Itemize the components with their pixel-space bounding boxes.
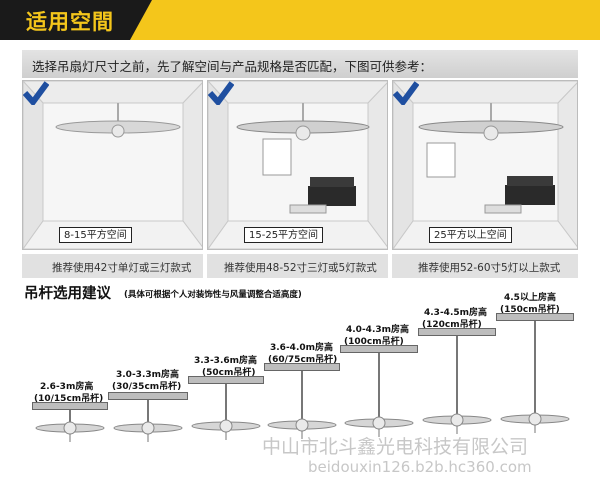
area-label: 15-25平方空间 bbox=[244, 227, 324, 243]
recommend-bar bbox=[392, 254, 578, 278]
company-watermark: 中山市北斗鑫光电科技有限公司 bbox=[262, 436, 529, 458]
step-rod-label: (100cm吊杆) bbox=[344, 337, 404, 347]
step-rod-label: (50cm吊杆) bbox=[202, 368, 256, 378]
ceiling-fan-icon bbox=[35, 410, 105, 442]
recommend-bar bbox=[22, 254, 203, 278]
intro-banner bbox=[22, 50, 578, 78]
rod-section-title: 吊杆选用建议 bbox=[24, 286, 111, 302]
ceiling-fan-icon bbox=[500, 321, 570, 433]
header-accent-stripe bbox=[130, 0, 600, 40]
ceiling-fan-icon bbox=[344, 353, 414, 437]
step-height-label: 3.3-3.6m房高 bbox=[194, 356, 258, 366]
recommend-bar bbox=[207, 254, 388, 278]
step-rod-label: (120cm吊杆) bbox=[422, 320, 482, 330]
step-bar bbox=[418, 328, 496, 336]
step-height-label: 4.3-4.5m房高 bbox=[424, 308, 488, 318]
ceiling-fan-icon bbox=[267, 371, 337, 439]
step-height-label: 4.5以上房高 bbox=[504, 293, 556, 303]
recommend-text: 推荐使用42寸单灯或三灯款式 bbox=[52, 262, 192, 274]
rod-section-note: (具体可根据个人对装饰性与风量调整合适高度) bbox=[124, 290, 302, 300]
room-panel-small: 8-15平方空间 bbox=[22, 80, 203, 250]
checkmark-icon bbox=[393, 81, 419, 105]
step-rod-label: (60/75cm吊杆) bbox=[268, 355, 338, 365]
step-height-label: 3.0-3.3m房高 bbox=[116, 370, 180, 380]
step-rod-label: (30/35cm吊杆) bbox=[112, 382, 182, 392]
room-panel-medium: 15-25平方空间 bbox=[207, 80, 388, 250]
url-watermark: beidouxin126.b2b.hc360.com bbox=[308, 458, 532, 476]
recommend-text: 推荐使用48-52寸三灯或5灯款式 bbox=[224, 262, 377, 274]
step-bar bbox=[32, 402, 108, 410]
step-height-label: 4.0-4.3m房高 bbox=[346, 325, 410, 335]
checkmark-icon bbox=[208, 81, 234, 105]
step-rod-label: (150cm吊杆) bbox=[500, 305, 560, 315]
step-bar bbox=[108, 392, 188, 400]
intro-text: 选择吊扇灯尺寸之前，先了解空间与产品规格是否匹配，下图可供参考： bbox=[32, 59, 433, 74]
area-label: 25平方以上空间 bbox=[429, 227, 512, 243]
page-title: 适用空間 bbox=[26, 10, 114, 34]
room-panel-large: 25平方以上空间 bbox=[392, 80, 578, 250]
area-label: 8-15平方空间 bbox=[59, 227, 132, 243]
ceiling-fan-icon bbox=[113, 400, 183, 442]
ceiling-fan-icon bbox=[191, 384, 261, 440]
step-bar bbox=[340, 345, 418, 353]
step-bar bbox=[188, 376, 264, 384]
checkmark-icon bbox=[23, 81, 49, 105]
step-bar bbox=[264, 363, 340, 371]
recommend-text: 推荐使用52-60寸5灯以上款式 bbox=[418, 262, 561, 274]
ceiling-fan-icon bbox=[422, 336, 492, 434]
step-height-label: 2.6-3m房高 bbox=[40, 382, 94, 392]
step-height-label: 3.6-4.0m房高 bbox=[270, 343, 334, 353]
room-illustration bbox=[208, 81, 387, 249]
step-bar bbox=[496, 313, 574, 321]
step-rod-label: (10/15cm吊杆) bbox=[34, 394, 104, 404]
